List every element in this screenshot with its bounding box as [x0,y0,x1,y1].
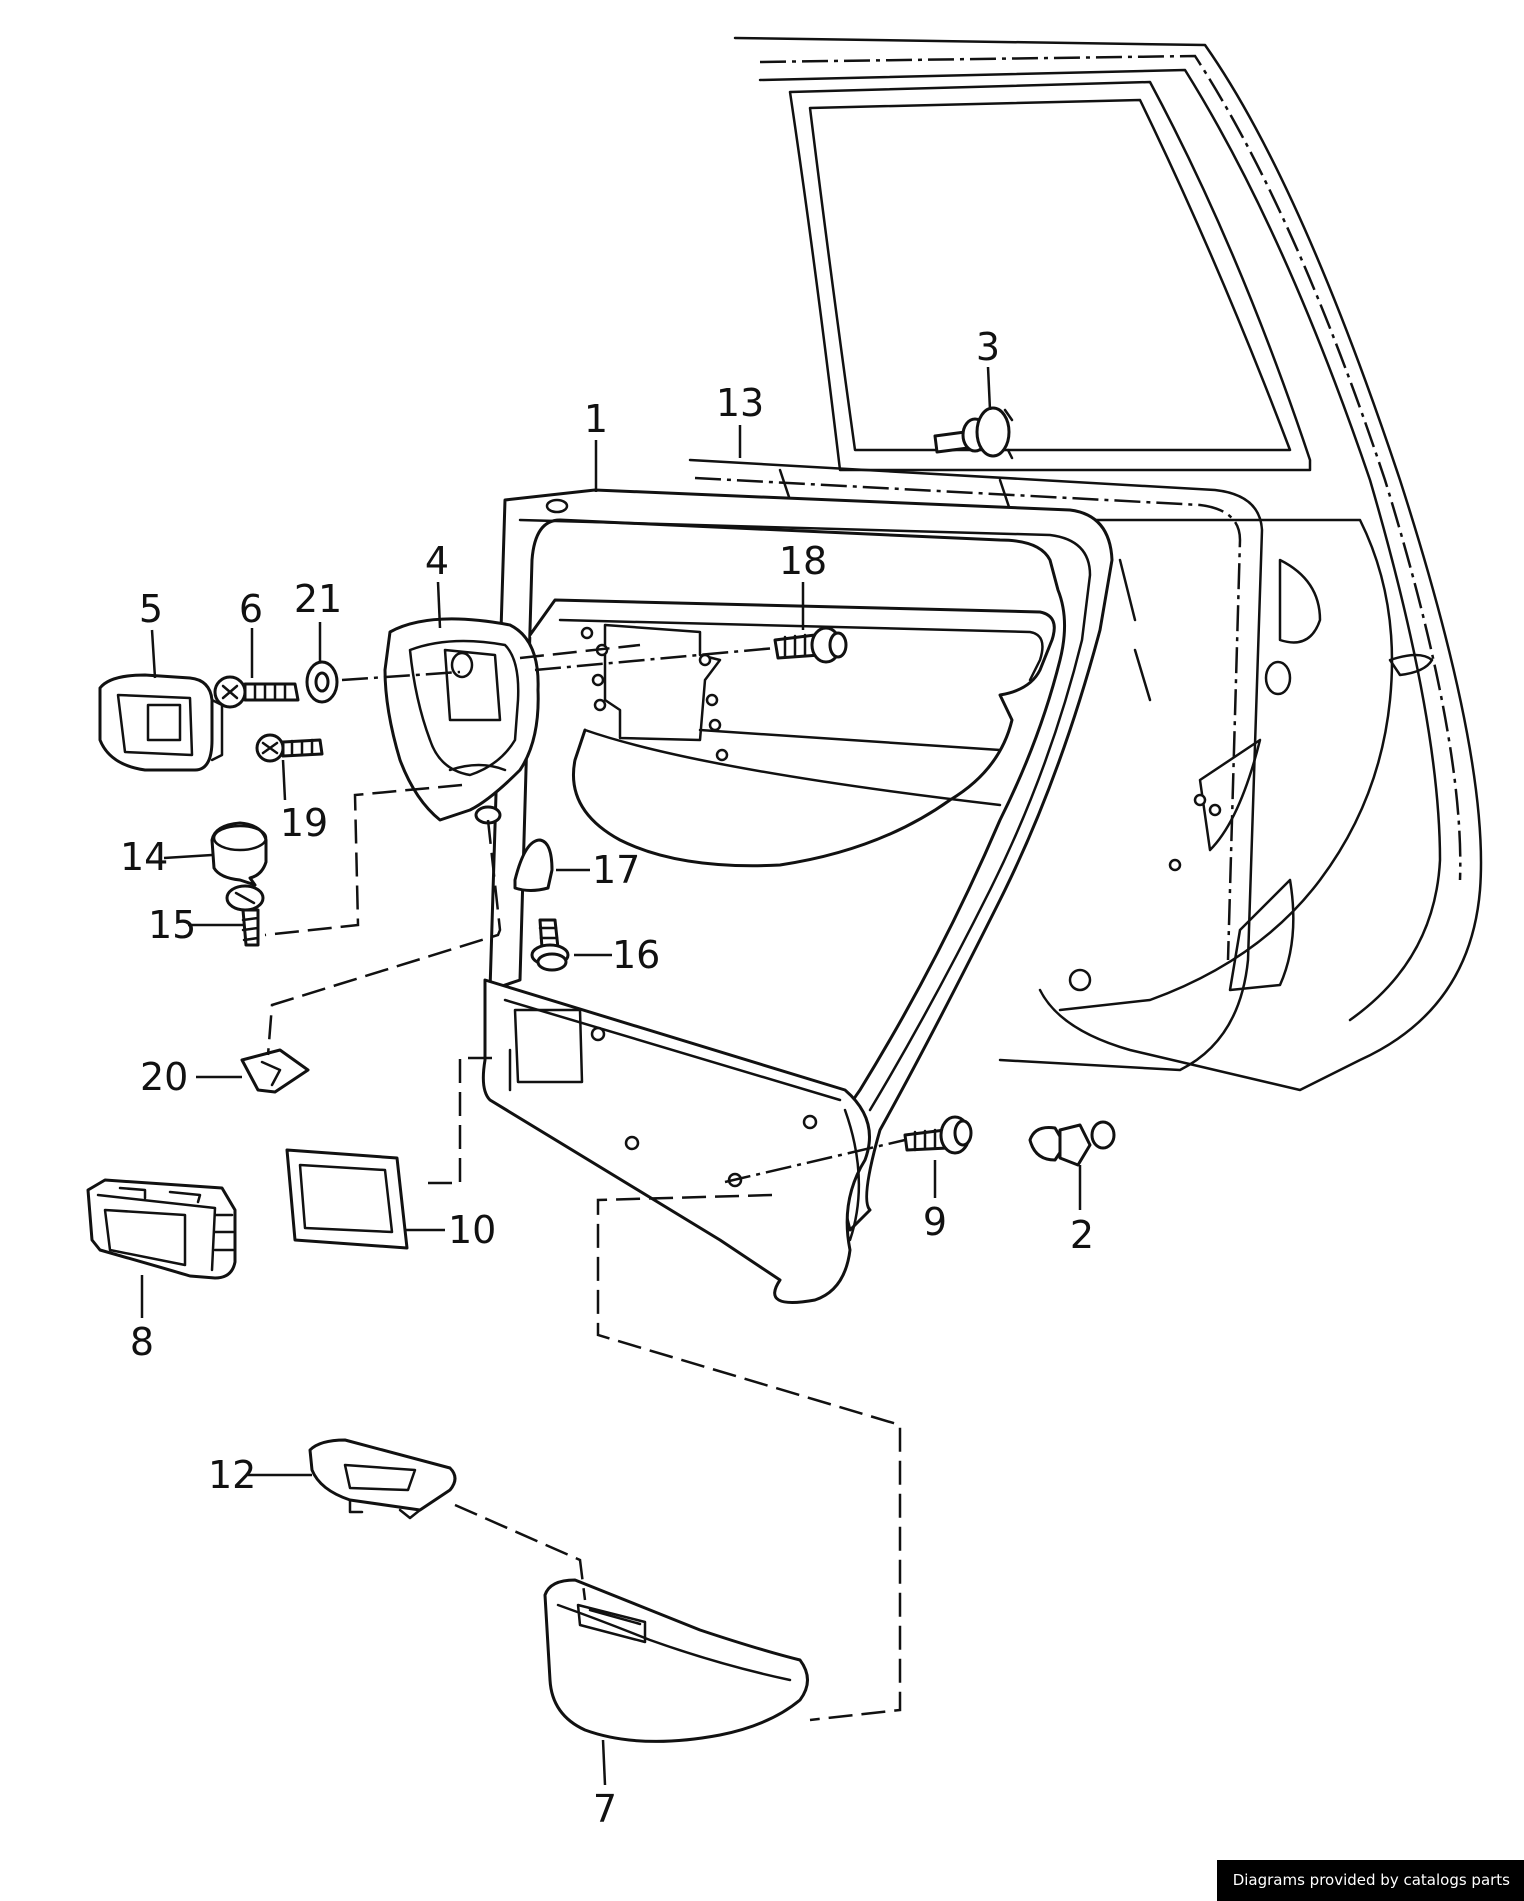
part-16-screw [530,918,570,972]
callout-9: 9 [923,1200,947,1244]
part-13-window-glass [688,458,1264,1072]
part-14-cap [210,821,268,887]
part-8-switch-housing [86,1178,237,1280]
part-9-screw [903,1115,973,1155]
callout-15: 15 [148,903,196,947]
callout-6: 6 [239,587,263,631]
callout-19: 19 [280,801,328,845]
callout-8: 8 [130,1320,154,1364]
callout-4: 4 [425,539,449,583]
assembly-lines [264,643,906,1722]
callout-5: 5 [139,587,163,631]
callout-1: 1 [584,397,608,441]
callout-18: 18 [779,539,827,583]
part-17-cap [513,838,554,892]
part-20-clip-nut [240,1048,310,1094]
callout-16: 16 [612,933,660,977]
part-21-washer [305,660,339,704]
part-7-armrest-pocket [543,1578,809,1743]
callout-labels: 1 2 3 4 5 6 7 8 9 10 12 13 14 15 16 17 1… [120,325,1094,1831]
callout-2: 2 [1070,1213,1094,1257]
part-15-screw [225,884,265,947]
part-2-clip [1028,1120,1116,1167]
diagram-credit: Diagrams provided by catalogs parts [1216,1860,1524,1901]
part-12-switch-cover [308,1438,457,1520]
callout-13: 13 [716,381,764,425]
part-3-clip [933,406,1014,460]
part-1-door-trim-panel [481,488,1114,1304]
part-19-screw [255,733,324,763]
callout-3: 3 [976,325,1000,369]
door-shell [733,36,1483,1092]
part-5-handle-insert [98,673,224,772]
callout-20: 20 [140,1055,188,1099]
callout-12: 12 [208,1453,256,1497]
part-6-screw [213,675,300,709]
callout-7: 7 [593,1787,617,1831]
callout-10: 10 [448,1208,496,1252]
callout-17: 17 [592,848,640,892]
part-18-screw [773,626,848,664]
part-4-handle-bezel [383,617,540,825]
part-10-trim-frame [285,1148,409,1250]
callout-21: 21 [294,577,342,621]
callout-14: 14 [120,835,168,879]
leader-lines [140,366,1082,1786]
